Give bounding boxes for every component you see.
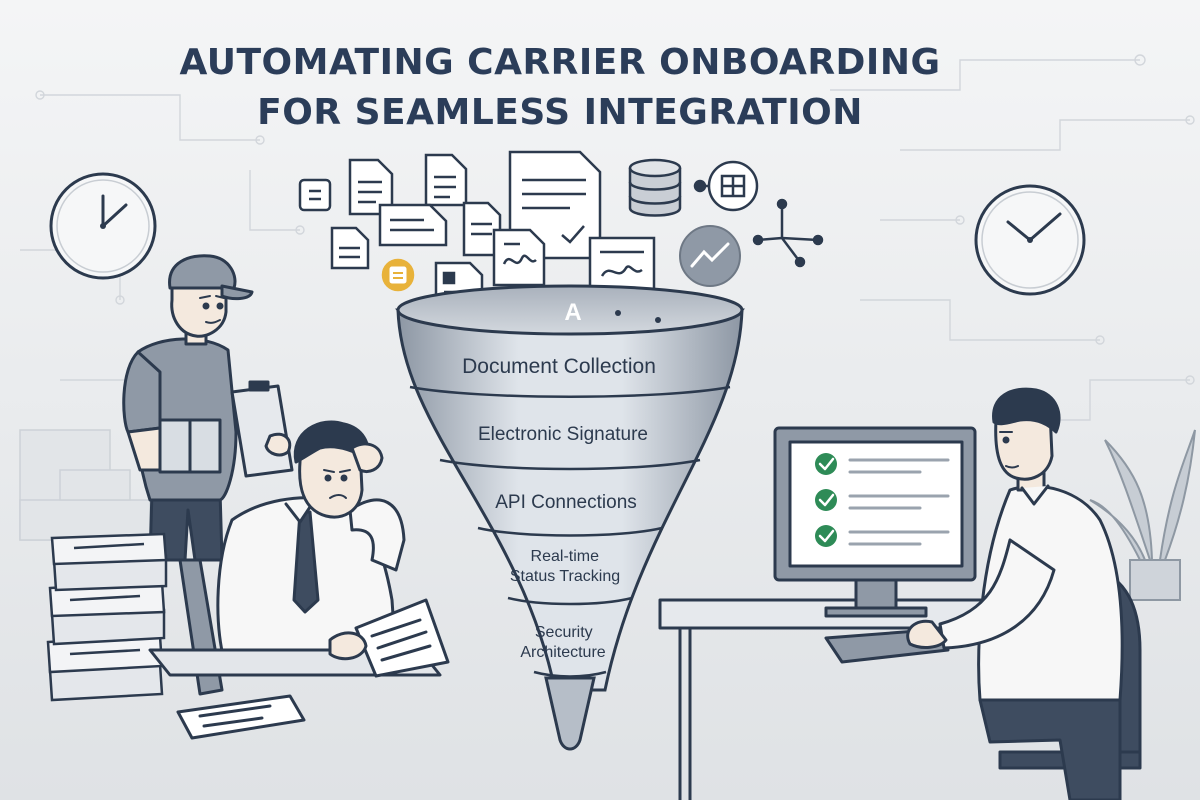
database-icon — [628, 158, 682, 217]
analytics-icon — [679, 225, 741, 287]
background-shelves — [19, 429, 151, 541]
title-line-2: FOR SEAMLESS INTEGRATION — [257, 92, 863, 133]
check-icon — [815, 525, 837, 547]
document-icon — [424, 153, 468, 207]
funnel-top-letter: A — [564, 299, 581, 326]
document-icon — [348, 158, 394, 216]
check-icon — [815, 453, 837, 475]
stage-divider — [533, 670, 607, 678]
stage-label-status-tracking: Real-time Status Tracking — [510, 548, 620, 585]
stage-label-document-collection: Document Collection — [462, 355, 656, 378]
document-icon — [330, 226, 370, 270]
signed-document-icon — [588, 236, 656, 294]
network-icon — [752, 198, 824, 268]
potted-plant — [1089, 429, 1196, 601]
stage-divider — [507, 596, 633, 606]
funnel-spout — [544, 676, 596, 751]
wall-clock-right — [974, 184, 1086, 296]
integration-icon — [693, 160, 759, 212]
computer-workstation — [658, 387, 1142, 800]
stage-label-security-architecture: Security Architecture — [520, 624, 605, 661]
stage-divider — [477, 526, 663, 537]
paper-stack — [46, 532, 168, 702]
stressed-employee — [148, 420, 450, 740]
stage-label-electronic-signature: Electronic Signature — [478, 424, 648, 445]
delivery-worker — [122, 254, 294, 562]
yellow-note-icon — [381, 258, 415, 292]
wall-clock-left — [49, 172, 157, 280]
stage-label-api-connections: API Connections — [495, 492, 637, 513]
checklist — [815, 453, 837, 547]
title-line-1: AUTOMATING CARRIER ONBOARDING — [179, 42, 941, 83]
stage-divider — [409, 385, 731, 398]
stage-divider — [439, 458, 701, 471]
signature-document-icon — [492, 228, 546, 287]
check-icon — [815, 489, 837, 511]
document-icon — [378, 203, 448, 247]
note-icon — [298, 178, 332, 212]
funnel: A Document Collection Electronic Signatu… — [395, 284, 745, 751]
